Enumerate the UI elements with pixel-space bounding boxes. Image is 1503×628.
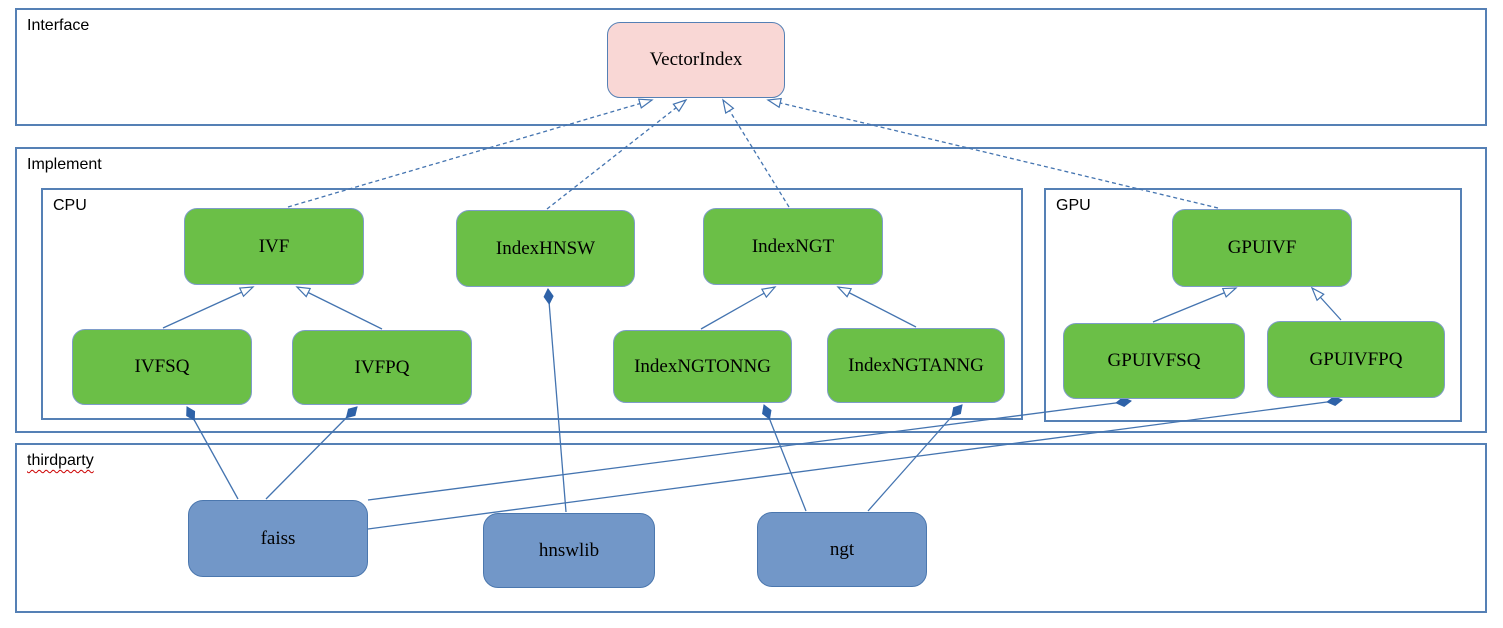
container-thirdparty-label: thirdparty xyxy=(27,452,94,469)
node-ivfpq: IVFPQ xyxy=(292,330,472,405)
container-cpu-label: CPU xyxy=(53,197,87,214)
node-indexngtanng: IndexNGTANNG xyxy=(827,328,1005,403)
node-vectorindex-label: VectorIndex xyxy=(649,49,743,70)
node-hnswlib-label: hnswlib xyxy=(538,539,600,561)
node-ivfsq: IVFSQ xyxy=(72,329,252,405)
node-ivfsq-label: IVFSQ xyxy=(134,356,190,377)
container-gpu-label: GPU xyxy=(1056,197,1091,214)
node-gpuivfsq-label: GPUIVFSQ xyxy=(1107,350,1201,371)
node-indexhnsw: IndexHNSW xyxy=(456,210,635,287)
node-ngt-label: ngt xyxy=(829,538,855,560)
node-indexngtonng-label: IndexNGTONNG xyxy=(634,355,771,377)
node-gpuivf: GPUIVF xyxy=(1172,209,1352,287)
node-indexngtonng: IndexNGTONNG xyxy=(613,330,792,403)
node-ivf: IVF xyxy=(184,208,364,285)
node-ngt: ngt xyxy=(757,512,927,587)
container-interface-label: Interface xyxy=(27,17,90,34)
container-implement-label: Implement xyxy=(27,156,102,173)
node-indexngt: IndexNGT xyxy=(703,208,883,285)
node-ivfpq-label: IVFPQ xyxy=(354,356,410,378)
node-gpuivfsq: GPUIVFSQ xyxy=(1063,323,1245,399)
node-faiss-label: faiss xyxy=(260,527,296,549)
node-faiss: faiss xyxy=(188,500,368,577)
node-indexngt-label: IndexNGT xyxy=(751,235,835,257)
node-vectorindex: VectorIndex xyxy=(607,22,785,98)
node-gpuivf-label: GPUIVF xyxy=(1227,237,1297,258)
node-indexngtanng-label: IndexNGTANNG xyxy=(848,354,984,376)
node-indexhnsw-label: IndexHNSW xyxy=(495,237,596,259)
node-hnswlib: hnswlib xyxy=(483,513,655,588)
node-ivf-label: IVF xyxy=(258,235,290,257)
node-gpuivfpq: GPUIVFPQ xyxy=(1267,321,1445,398)
node-gpuivfpq-label: GPUIVFPQ xyxy=(1309,348,1403,370)
